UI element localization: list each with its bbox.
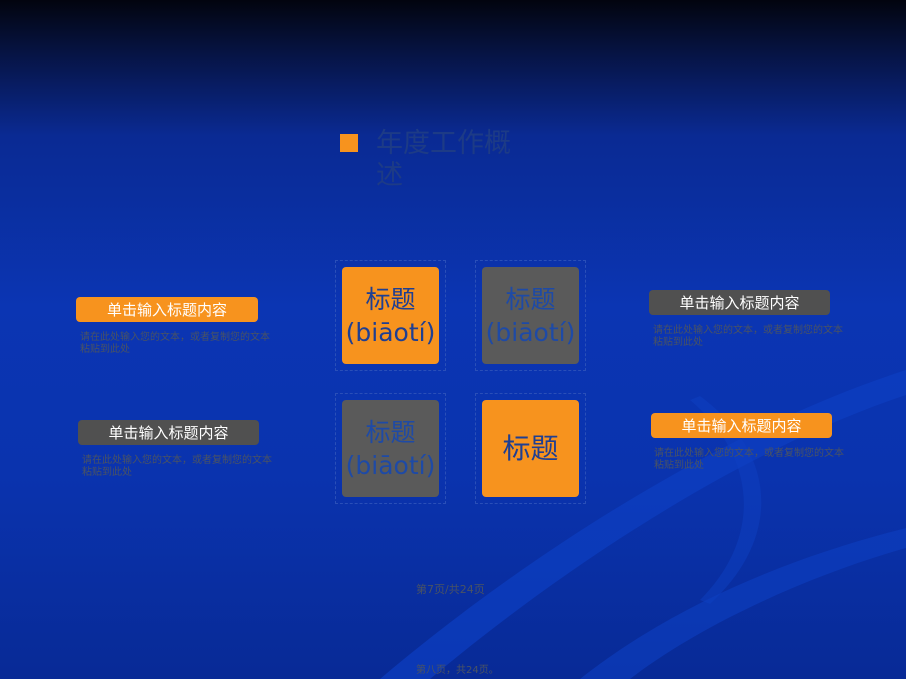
block-2-text: 请在此处输入您的文本，或者复制您的文本粘贴到此处 [653,325,843,348]
tile-4[interactable]: 标题 [482,400,579,497]
tile-3[interactable]: 标题(biāotí) [342,400,439,497]
block-2-title[interactable]: 单击输入标题内容 [649,290,830,315]
heading-title: 年度工作概述 [376,128,511,191]
tile-frame-4 [475,393,586,504]
block-3-text: 请在此处输入您的文本，或者复制您的文本粘贴到此处 [82,455,272,478]
page-counter: 第7页/共24页 [416,583,485,596]
tile-3-label: 标题(biāotí) [345,417,436,480]
tile-1[interactable]: 标题(biāotí) [342,267,439,364]
block-4-title[interactable]: 单击输入标题内容 [651,413,832,438]
footer-page-note: 第八页，共24页。 [416,665,499,676]
heading-bullet-square [340,134,358,152]
tile-1-label: 标题(biāotí) [345,284,436,347]
block-1-title[interactable]: 单击输入标题内容 [76,297,258,322]
block-1-text: 请在此处输入您的文本，或者复制您的文本粘贴到此处 [80,332,270,355]
tile-2-label: 标题(biāotí) [485,284,576,347]
tile-2[interactable]: 标题(biāotí) [482,267,579,364]
block-4-text: 请在此处输入您的文本，或者复制您的文本粘贴到此处 [654,448,844,471]
tile-frame-3 [335,393,446,504]
tile-frame-2 [475,260,586,371]
block-3-title[interactable]: 单击输入标题内容 [78,420,259,445]
tile-4-label: 标题 [502,432,559,465]
tile-frame-1 [335,260,446,371]
